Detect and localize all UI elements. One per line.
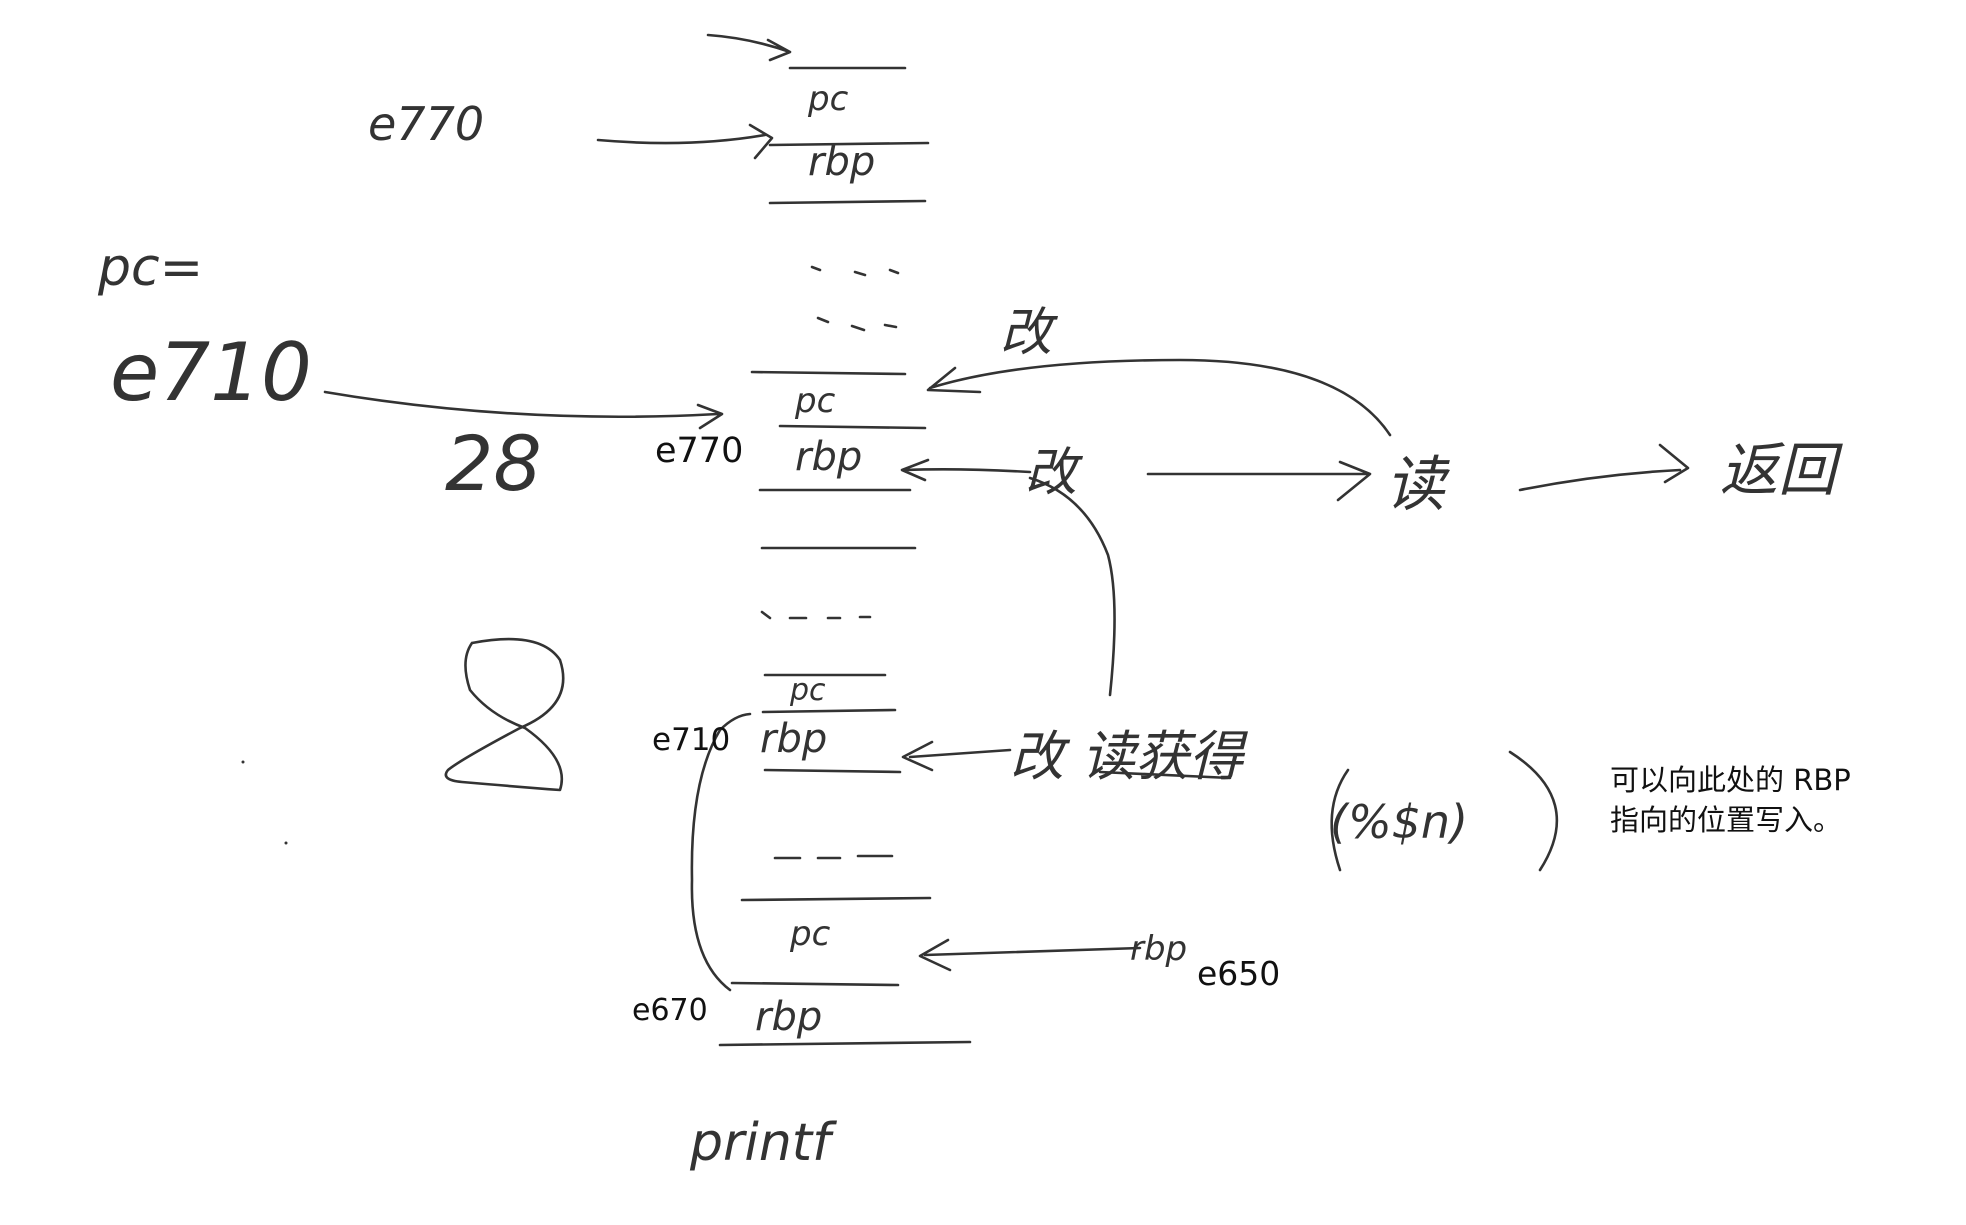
- stack-line: [768, 199, 927, 205]
- hw-num-28: 28: [445, 419, 542, 508]
- hw-printf: printf: [689, 1113, 837, 1173]
- hw-gai-mid: 改: [1025, 443, 1084, 503]
- arrow-gai-top: [926, 358, 1392, 437]
- hw-e710: e710: [110, 326, 312, 419]
- paren-right: [1508, 750, 1559, 872]
- stack-line: [768, 141, 930, 147]
- arrow-fanhui: [1518, 443, 1690, 492]
- hw-pc: pc: [794, 381, 836, 421]
- hw-gai-top: 改: [1000, 303, 1059, 363]
- stack-line: [763, 768, 902, 774]
- hw-rbp: rbp: [795, 434, 862, 480]
- label-e770: e770: [655, 431, 744, 471]
- arrow-e710-left: [323, 390, 724, 430]
- dots: [810, 265, 900, 277]
- stack-line: [730, 981, 900, 987]
- strike-du: [1098, 770, 1232, 780]
- dots: [760, 610, 872, 620]
- dot-mark: [241, 760, 245, 764]
- annotation-note: 可以向此处的 RBP 指向的位置写入。: [1610, 760, 1851, 840]
- dots: [773, 854, 894, 860]
- hw-fanhui: 返回: [1720, 436, 1843, 504]
- hourglass-8: [444, 637, 565, 792]
- curve-e670-up: [690, 712, 752, 992]
- stack-line: [761, 708, 897, 714]
- stack-line: [778, 424, 927, 430]
- arrow-du: [1146, 460, 1372, 502]
- stack-line: [740, 896, 932, 902]
- hw-e770: e770: [368, 97, 484, 151]
- hw-pc: pc: [807, 79, 849, 119]
- label-e710: e710: [652, 722, 731, 758]
- label-e650: e650: [1197, 954, 1281, 993]
- hw-rbp: rbp: [755, 994, 822, 1040]
- hw-du: 读: [1385, 450, 1450, 520]
- arrow-rbp-e710: [901, 740, 1012, 772]
- paren-left: [1330, 768, 1350, 872]
- dots: [816, 316, 898, 332]
- note-line-1: 可以向此处的 RBP: [1610, 763, 1851, 797]
- stack-line: [750, 370, 907, 376]
- note-line-2: 指向的位置写入。: [1610, 803, 1843, 837]
- arrow-e770-top: [596, 123, 774, 160]
- hw-pc: pc: [789, 914, 831, 954]
- arrow-pc-lower: [918, 938, 1142, 972]
- curve-down: [1028, 476, 1116, 697]
- hw-pc: pc: [789, 673, 826, 708]
- hw-rbp-e650: rbp: [1130, 929, 1187, 969]
- stack-line: [718, 1040, 972, 1047]
- hw-pc-eq: pc=: [97, 238, 203, 298]
- dot-mark: [284, 841, 288, 845]
- top-arrow: [706, 33, 792, 62]
- hw-paren-expr: (%$n): [1330, 795, 1468, 849]
- arrow-gai-mid: [900, 458, 1032, 482]
- hw-gai-du-huode: 改 读获得: [1010, 725, 1248, 788]
- hw-rbp: rbp: [808, 139, 875, 185]
- label-e670: e670: [632, 993, 708, 1028]
- hw-rbp: rbp: [760, 716, 827, 762]
